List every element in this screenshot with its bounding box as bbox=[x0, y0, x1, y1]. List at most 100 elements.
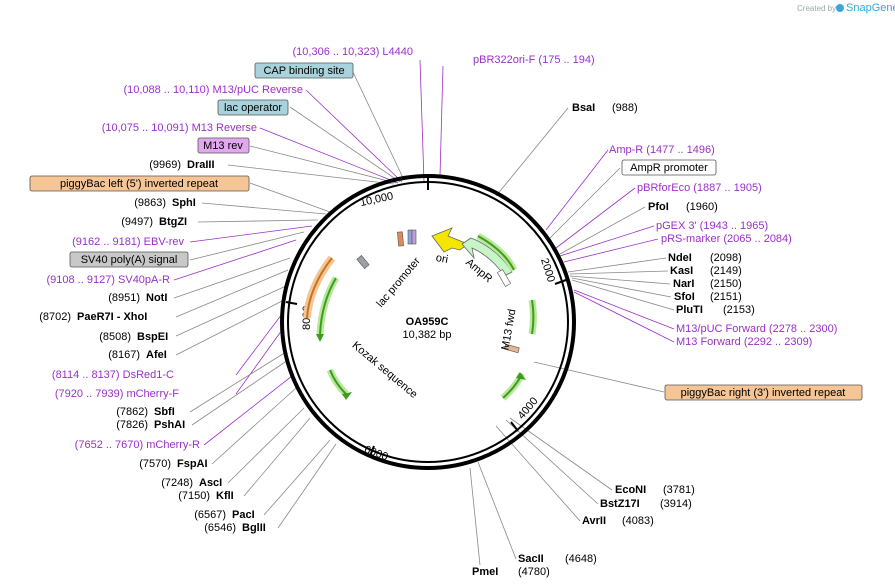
backbone-outer bbox=[280, 174, 576, 470]
enzyme-name[interactable]: PfoI bbox=[648, 201, 669, 213]
primer-label[interactable]: pRS-marker (2065 .. 2084) bbox=[661, 233, 792, 245]
enzyme-name[interactable]: BstZ17I bbox=[600, 498, 640, 510]
leader-line bbox=[235, 329, 283, 395]
enzyme-name[interactable]: BglII bbox=[242, 522, 266, 534]
leader-line bbox=[175, 299, 285, 356]
enzyme-name[interactable]: BspEI bbox=[137, 331, 168, 343]
leader-line bbox=[227, 407, 305, 484]
leader-line bbox=[533, 361, 665, 393]
enzyme-position: (7248) bbox=[161, 477, 193, 489]
leader-line bbox=[173, 257, 291, 299]
piggybac-right-box[interactable] bbox=[664, 384, 863, 401]
leader-line bbox=[249, 145, 397, 184]
sv40-polya-feature bbox=[356, 255, 370, 269]
enzyme-position: (4648) bbox=[565, 553, 597, 565]
green-arrowhead-4 bbox=[316, 334, 324, 342]
enzyme-name[interactable]: SfoI bbox=[674, 291, 695, 303]
leader-line bbox=[243, 417, 311, 497]
primer-label[interactable]: (9162 .. 9181) EBV-rev bbox=[72, 236, 184, 248]
enzyme-name[interactable]: SacII bbox=[518, 553, 544, 565]
enzyme-position: (1960) bbox=[686, 201, 718, 213]
enzyme-name[interactable]: PshAI bbox=[154, 419, 185, 431]
enzyme-name[interactable]: BsaI bbox=[572, 102, 595, 114]
enzyme-name[interactable]: EcoNI bbox=[615, 484, 646, 496]
lac-operator-feature bbox=[407, 229, 413, 245]
feature-label[interactable]: AmpR promoter bbox=[630, 162, 708, 174]
tick-marks bbox=[285, 178, 567, 457]
green-arc-4-line bbox=[319, 277, 337, 335]
leader-line bbox=[569, 270, 669, 275]
enzyme-name[interactable]: AfeI bbox=[146, 349, 167, 361]
sv40-polya-box[interactable] bbox=[69, 251, 189, 268]
enzyme-position: (7570) bbox=[139, 458, 171, 470]
leader-line bbox=[175, 285, 287, 337]
enzyme-name[interactable]: PmeI bbox=[472, 566, 498, 578]
enzyme-position: (2151) bbox=[710, 291, 742, 303]
watermark-brand: SnapGene bbox=[846, 2, 895, 14]
inner-label-kozak: Kozak sequence bbox=[350, 339, 420, 400]
enzyme-name[interactable]: AvrII bbox=[582, 515, 606, 527]
leader-line bbox=[191, 359, 289, 426]
primer-label[interactable]: (8114 .. 8137) DsRed1-C bbox=[52, 369, 174, 381]
primer-label[interactable]: M13/pUC Forward (2278 .. 2300) bbox=[676, 323, 837, 335]
primer-label[interactable]: Amp-R (1477 .. 1496) bbox=[609, 144, 715, 156]
primer-label[interactable]: M13 Forward (2292 .. 2309) bbox=[676, 336, 812, 348]
ampr-promoter-box[interactable] bbox=[621, 159, 717, 176]
primer-label[interactable]: pBR322ori-F (175 .. 194) bbox=[473, 54, 595, 66]
ori-arrow bbox=[431, 227, 469, 253]
enzyme-position: (2098) bbox=[710, 252, 742, 264]
cap-site-feature bbox=[411, 229, 417, 245]
leader-line bbox=[235, 313, 283, 376]
enzyme-name[interactable]: SphI bbox=[172, 197, 196, 209]
primer-label[interactable]: (9108 .. 9127) SV40pA-R bbox=[46, 274, 170, 286]
feature-label[interactable]: lac operator bbox=[224, 102, 282, 114]
green-arrowhead-5 bbox=[342, 392, 352, 400]
feature-label[interactable]: SV40 poly(A) signal bbox=[81, 254, 178, 266]
enzyme-name[interactable]: AscI bbox=[199, 477, 222, 489]
primer-label[interactable]: (7920 .. 7939) mCherry-F bbox=[55, 388, 179, 400]
enzyme-name[interactable]: SbfI bbox=[154, 406, 175, 418]
leader-line bbox=[175, 269, 289, 318]
enzyme-name[interactable]: NarI bbox=[673, 278, 694, 290]
leader-line bbox=[263, 439, 331, 516]
m13-rev-box[interactable] bbox=[197, 137, 250, 154]
enzyme-position: (988) bbox=[612, 102, 638, 114]
snapgene-logo-icon bbox=[836, 4, 844, 12]
lac-operator-box[interactable] bbox=[217, 99, 289, 116]
enzyme-position: (3781) bbox=[663, 484, 695, 496]
enzyme-name[interactable]: DraIII bbox=[187, 159, 215, 171]
enzyme-name[interactable]: PacI bbox=[232, 509, 255, 521]
plasmid-size: 10,382 bp bbox=[403, 329, 452, 341]
tick-label-10000: 10,000 bbox=[359, 190, 394, 209]
feature-label[interactable]: piggyBac left (5') inverted repeat bbox=[60, 178, 218, 190]
leader-line bbox=[189, 231, 305, 261]
enzyme-name[interactable]: NdeI bbox=[668, 252, 692, 264]
feature-label[interactable]: CAP binding site bbox=[263, 65, 344, 77]
enzyme-name[interactable]: FspAI bbox=[177, 458, 208, 470]
primer-label[interactable]: (10,088 .. 10,110) M13/pUC Reverse bbox=[123, 84, 303, 96]
primer-label[interactable]: (7652 .. 7670) mCherry-R bbox=[75, 439, 200, 451]
enzyme-name[interactable]: BtgZI bbox=[159, 216, 187, 228]
enzyme-name[interactable]: KasI bbox=[670, 265, 693, 277]
enzyme-name[interactable]: PaeR7I - XhoI bbox=[77, 311, 147, 323]
primer-label[interactable]: pGEX 3' (1943 .. 1965) bbox=[656, 220, 768, 232]
feature-label[interactable]: M13 rev bbox=[203, 140, 243, 152]
enzyme-name[interactable]: NotI bbox=[146, 292, 167, 304]
enzyme-position: (9497) bbox=[121, 216, 153, 228]
enzyme-position: (2150) bbox=[710, 278, 742, 290]
right-labels: pBR322ori-F (175 .. 194) BsaI (988) Amp-… bbox=[472, 54, 863, 578]
green-arrowhead-3 bbox=[516, 372, 526, 380]
feature-label[interactable]: piggyBac right (3') inverted repeat bbox=[681, 387, 846, 399]
primer-label[interactable]: pBRforEco (1887 .. 1905) bbox=[637, 182, 762, 194]
primer-label[interactable]: (10,306 .. 10,323) L4440 bbox=[293, 46, 413, 58]
enzyme-name[interactable]: PluTI bbox=[676, 304, 703, 316]
leader-line bbox=[439, 65, 444, 177]
piggybac-left-box[interactable] bbox=[29, 175, 250, 192]
enzyme-name[interactable]: KflI bbox=[216, 490, 234, 502]
cap-binding-box[interactable] bbox=[254, 62, 354, 79]
green-arc-5-line bbox=[329, 369, 347, 395]
primer-label[interactable]: (10,075 .. 10,091) M13 Reverse bbox=[102, 122, 257, 134]
inner-label-ori: ori bbox=[435, 252, 449, 266]
leader-line bbox=[277, 443, 337, 529]
